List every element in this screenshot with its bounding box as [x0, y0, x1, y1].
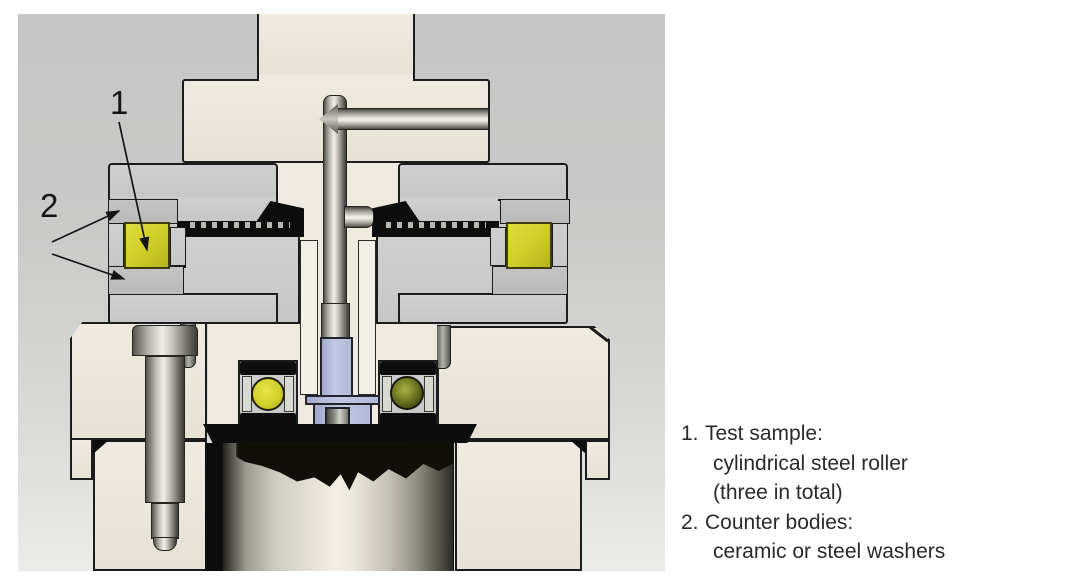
legend-item-2: 2.Counter bodies: ceramic or steel washe…	[681, 508, 1051, 567]
legend-line: cylindrical steel roller	[713, 451, 908, 475]
right-clamp-housing	[437, 326, 610, 440]
clamp-bolt-tip	[151, 503, 179, 539]
legend-title: Counter bodies:	[705, 510, 854, 534]
counter-body-washer-lower-left	[108, 266, 184, 295]
bearing-race-bottom-right	[380, 413, 436, 426]
callout-1: 1	[110, 84, 129, 121]
legend-number: 2.	[681, 510, 699, 534]
top-cap-right	[398, 163, 568, 201]
loading-rod-collar	[321, 303, 350, 339]
lubricant-pipe	[336, 108, 489, 130]
legend-line: 1. Test sample:	[681, 419, 1051, 449]
bearing-cage-right-b	[424, 376, 434, 412]
bearing-race-bottom-left	[240, 413, 296, 426]
right-clamp-housing-step	[585, 440, 610, 480]
right-base-housing	[455, 440, 582, 571]
legend-line: (three in total)	[713, 481, 843, 505]
legend: 1.Test sample: cylindrical steel roller …	[681, 419, 1051, 567]
knurl-marks-right	[386, 222, 486, 228]
sample-holder-column	[320, 337, 353, 398]
knurl-marks-left	[190, 222, 290, 228]
pipe-stub	[344, 206, 374, 228]
test-sample-roller-left-section	[124, 222, 170, 269]
bottom-cap-right	[398, 293, 568, 324]
upper-housing-column	[257, 14, 415, 81]
washer-spacer-outer-left	[108, 223, 124, 267]
legend-number: 1.	[681, 422, 699, 445]
bearing-race-top-right	[380, 362, 436, 375]
washer-spacer-inner-right	[490, 227, 506, 266]
housing-gap-shadow	[205, 443, 224, 571]
counter-body-washer-upper-right	[500, 199, 570, 224]
support-ball-right	[390, 376, 424, 410]
top-cap-left	[108, 163, 278, 201]
bearing-race-top-left	[240, 362, 296, 375]
test-rig-cross-section: 1 2	[18, 14, 665, 571]
bearing-cage-left-b	[284, 376, 294, 412]
clamp-bolt-head	[132, 325, 198, 356]
legend-line: ceramic or steel washers	[713, 540, 946, 564]
seal-wedge-right	[372, 201, 420, 222]
support-roller-left	[251, 377, 285, 411]
legend-line: 2.Counter bodies:	[681, 508, 1051, 538]
test-sample-roller-right-section	[506, 222, 552, 269]
counter-body-washer-lower-right	[492, 266, 568, 295]
callout-2: 2	[40, 187, 59, 224]
upper-housing-joint	[259, 75, 413, 83]
legend-item-1: 1.Test sample: cylindrical steel roller …	[681, 419, 1051, 508]
guide-sleeve-right	[358, 240, 376, 395]
legend-title: Test sample:	[705, 422, 823, 445]
guide-sleeve-left	[300, 240, 318, 395]
washer-spacer-inner-left	[170, 227, 186, 266]
seal-wedge-left	[256, 201, 304, 222]
clamp-bolt-shank	[145, 356, 185, 503]
counter-body-washer-upper-left	[108, 199, 178, 224]
bottom-cap-left	[108, 293, 278, 324]
clamp-bolt-tip-end	[153, 537, 177, 551]
base-plate	[203, 424, 477, 443]
washer-spacer-outer-right	[552, 223, 568, 267]
left-clamp-housing-step	[70, 438, 93, 480]
